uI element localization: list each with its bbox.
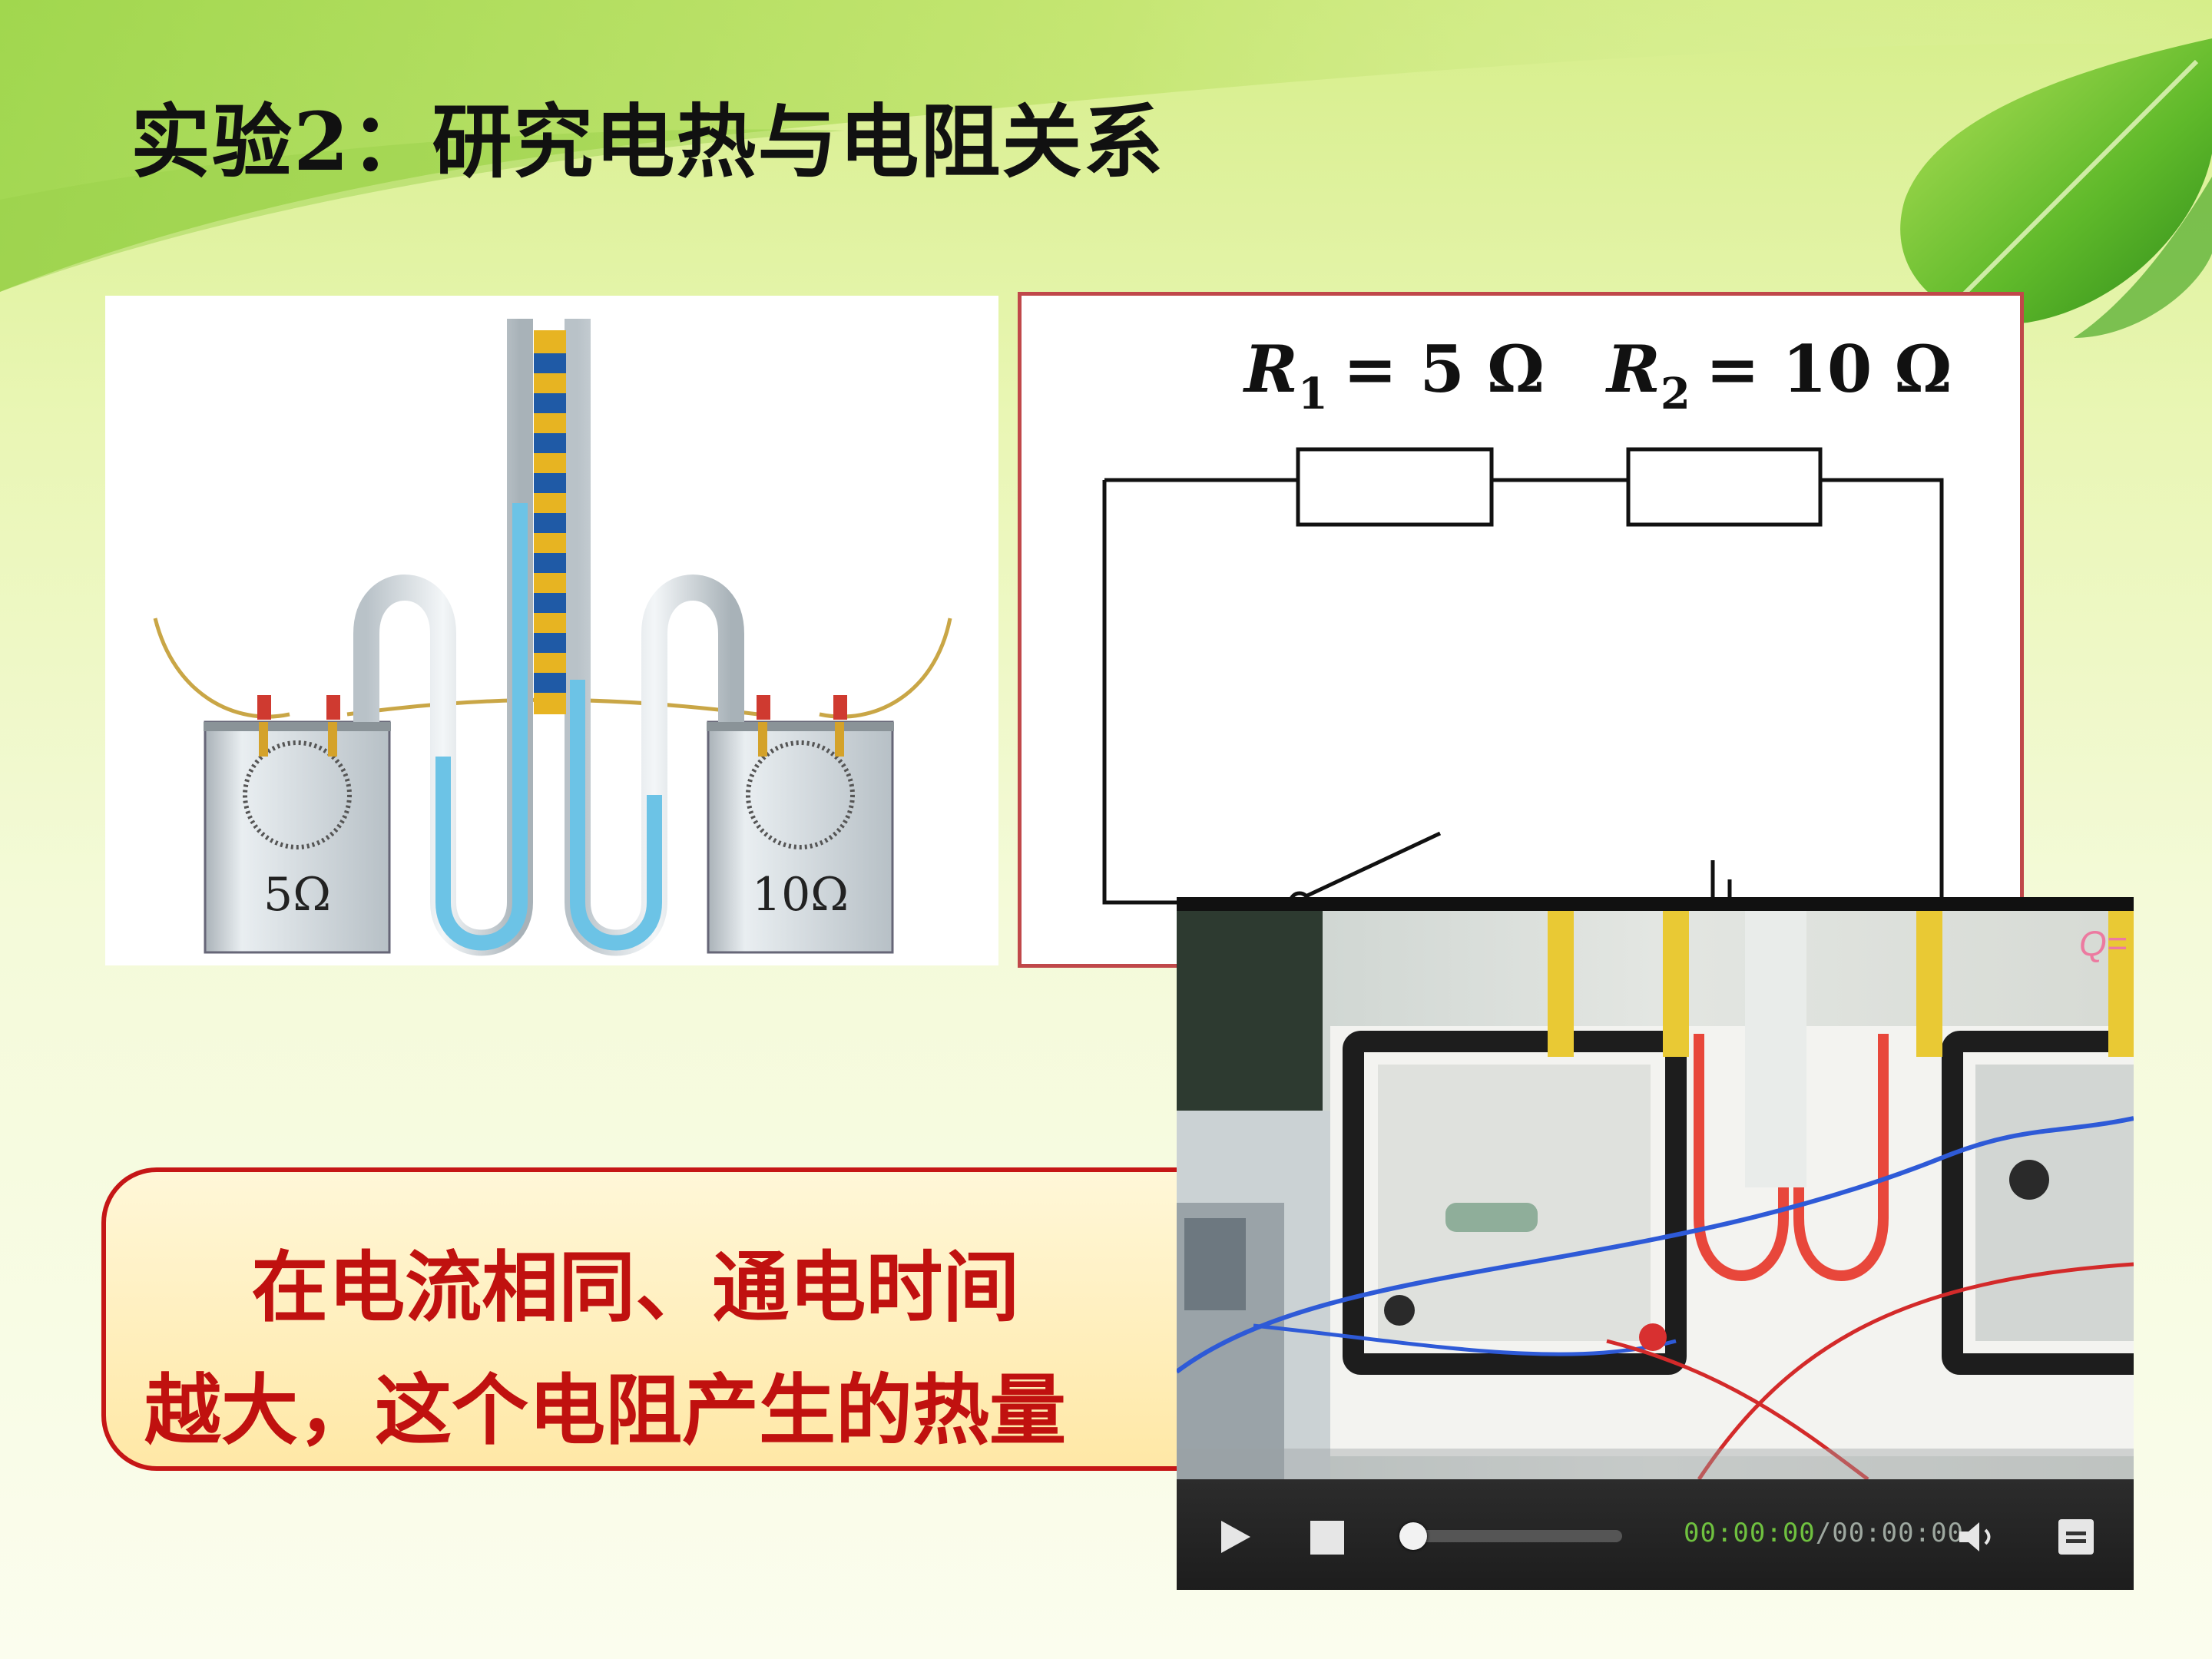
time-separator: / <box>1815 1518 1833 1548</box>
progress-handle[interactable] <box>1399 1522 1427 1550</box>
right-container: 10Ω <box>707 695 894 954</box>
video-control-bar: 00:00:00/00:00:00 <box>1177 1479 2134 1590</box>
circuit-diagram: R1= 5 Ω R2= 10 Ω <box>1018 292 2024 968</box>
video-overlay-label: Q= <box>2079 923 2128 963</box>
time-display: 00:00:00/00:00:00 <box>1684 1518 1964 1548</box>
r2-value: = 10 Ω <box>1706 331 1952 407</box>
play-icon[interactable] <box>1217 1518 1255 1556</box>
conclusion-line-2: 越大，这个电阻产生的热量 <box>144 1365 1066 1455</box>
conclusion-line-1: 在电流相同、通电时间 <box>144 1242 1020 1333</box>
r2-subscript: 2 <box>1661 369 1690 419</box>
video-player[interactable]: Q= 00:00:00/00:00:00 <box>1177 897 2134 1590</box>
svg-text:R2= 10 Ω: R2 = 10 Ω <box>1605 331 1952 419</box>
u-tube-left <box>353 319 533 956</box>
resistor-r1 <box>1296 447 1494 527</box>
svg-text:R1= 5 Ω: R1 = 5 Ω <box>1243 331 1545 419</box>
r1-symbol: R <box>1243 331 1298 407</box>
r2-symbol: R <box>1605 331 1661 407</box>
menu-icon[interactable] <box>2057 1518 2095 1556</box>
left-container: 5Ω <box>204 695 391 954</box>
total-time: 00:00:00 <box>1832 1518 1965 1548</box>
u-tube-right <box>565 319 744 956</box>
apparatus-illustration: 5Ω 10Ω <box>105 296 998 965</box>
switch-lever <box>1304 831 1442 899</box>
leaf-decoration <box>1900 38 2212 338</box>
left-container-label: 5Ω <box>263 868 331 922</box>
measurement-scale <box>534 330 566 714</box>
video-frame[interactable]: Q= <box>1177 911 2134 1479</box>
volume-icon[interactable] <box>1956 1519 2002 1555</box>
conclusion-text: 在电流相同、通电时间 越大，这个电阻产生的热量 <box>144 1226 1604 1472</box>
current-time: 00:00:00 <box>1684 1518 1816 1548</box>
r1-value: = 5 Ω <box>1343 331 1545 407</box>
resistor-r2 <box>1626 447 1823 527</box>
slide-title: 实验2：研究电热与电阻关系 <box>131 94 1165 189</box>
r1-subscript: 1 <box>1298 369 1328 419</box>
battery-symbol <box>1710 860 1732 902</box>
stop-icon[interactable] <box>1309 1519 1346 1556</box>
progress-track[interactable] <box>1399 1530 1622 1542</box>
right-container-label: 10Ω <box>752 868 849 922</box>
